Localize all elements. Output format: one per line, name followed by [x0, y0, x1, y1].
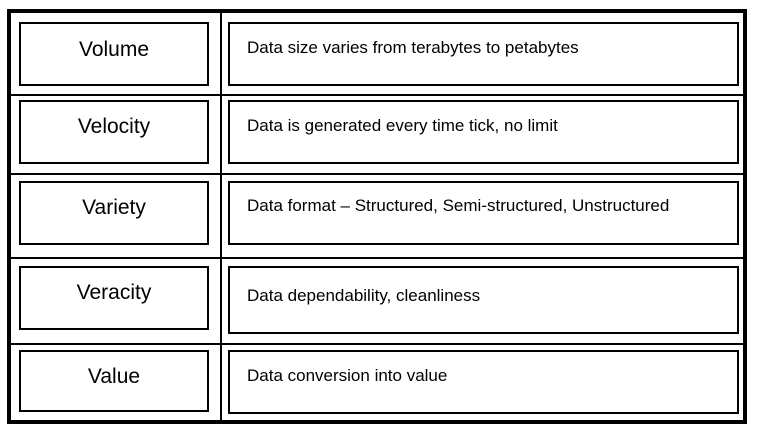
term-label: Variety: [82, 196, 146, 219]
description-text: Data size varies from terabytes to petab…: [247, 38, 579, 57]
description-box-value: Data conversion into value: [228, 350, 739, 414]
row-divider: [7, 94, 747, 96]
term-box-variety: Variety: [19, 181, 209, 245]
description-text: Data is generated every time tick, no li…: [247, 116, 558, 135]
term-box-value: Value: [19, 350, 209, 412]
description-text: Data format – Structured, Semi-structure…: [247, 196, 670, 215]
description-box-velocity: Data is generated every time tick, no li…: [228, 100, 739, 164]
row-divider: [7, 257, 747, 259]
term-label: Velocity: [77, 115, 151, 138]
row-divider: [7, 173, 747, 175]
term-label: Veracity: [76, 281, 152, 304]
term-label: Value: [87, 365, 141, 388]
row-divider: [7, 343, 747, 345]
description-text: Data conversion into value: [247, 366, 448, 385]
term-box-veracity: Veracity: [19, 266, 209, 330]
description-text: Data dependability, cleanliness: [247, 286, 481, 305]
description-box-volume: Data size varies from terabytes to petab…: [228, 22, 739, 86]
description-box-variety: Data format – Structured, Semi-structure…: [228, 181, 739, 245]
term-label: Volume: [78, 38, 150, 61]
term-box-volume: Volume: [19, 22, 209, 86]
table-frame: [7, 9, 747, 424]
description-box-veracity: Data dependability, cleanliness: [228, 266, 739, 334]
term-box-velocity: Velocity: [19, 100, 209, 164]
column-divider: [220, 9, 222, 424]
